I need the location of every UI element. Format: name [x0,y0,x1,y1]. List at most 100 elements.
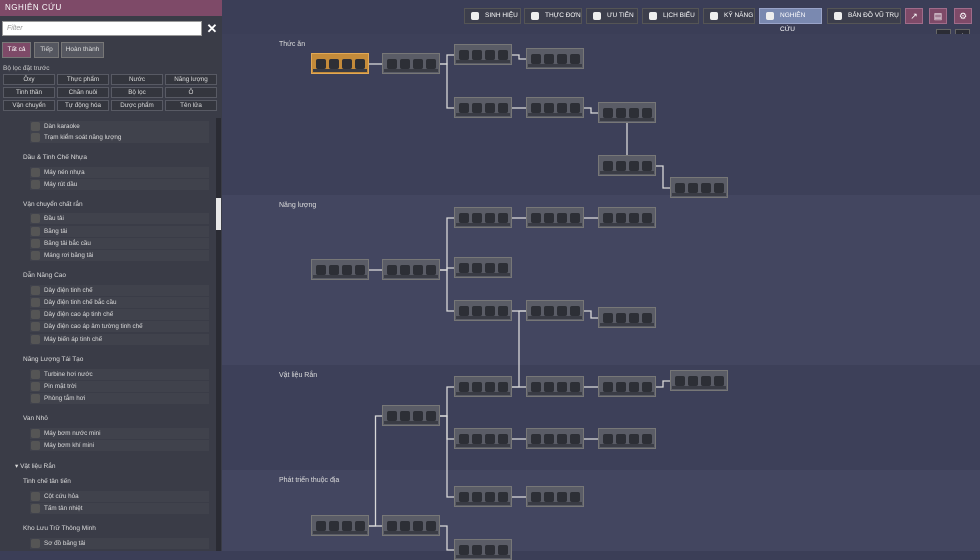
list-item[interactable]: Máy nén nhựa [30,167,209,178]
research-node[interactable] [526,300,584,321]
research-node[interactable] [454,486,512,507]
list-item[interactable]: Dây điện cao áp âm tường tinh chế [30,321,209,332]
toolbar-button[interactable]: ƯU TIÊN [586,8,638,24]
list-item-label: Tấm tản nhiệt [44,505,83,512]
research-node[interactable] [598,102,656,123]
item-icon [387,265,397,275]
book-icon[interactable]: ▤ [929,8,947,24]
research-node[interactable] [382,515,440,536]
filter-button[interactable]: Thực phẩm [57,74,109,85]
list-item[interactable]: Máy bơm nước mini [30,428,209,439]
research-node[interactable] [382,53,440,74]
research-node[interactable] [526,376,584,397]
filter-button[interactable]: Ô [165,87,217,98]
research-node[interactable] [526,428,584,449]
research-node[interactable] [526,48,584,69]
toolbar-button[interactable]: LỊCH BIỂU [642,8,699,24]
list-item[interactable]: Dây điện cao áp tinh chế [30,309,209,320]
list-item[interactable]: Băng tải bắc cầu [30,238,209,249]
toolbar-button[interactable]: NGHIÊN CỨU [759,8,822,33]
list-item[interactable]: Đầu tải [30,213,209,224]
research-node[interactable] [382,405,440,426]
filter-button[interactable]: Tự động hóa [57,100,109,111]
tree-link [440,386,454,417]
list-item[interactable]: Pin mặt trời [30,381,209,392]
item-icon [459,263,469,273]
tab-completed[interactable]: Hoàn thành [61,42,104,58]
tab-all[interactable]: Tất cả [2,42,31,58]
list-item[interactable]: Máng rơi băng tải [30,250,209,261]
research-node[interactable] [454,44,512,65]
scrollbar-thumb[interactable] [216,198,221,230]
research-node[interactable] [454,257,512,278]
list-item[interactable]: Máy rút dầu [30,179,209,190]
progress-bar [528,113,582,116]
toolbar-button[interactable]: SINH HIỆU [464,8,521,24]
filter-button[interactable]: Dược phẩm [111,100,163,111]
research-node[interactable] [382,259,440,280]
list-item-label: Trạm kiểm soát năng lượng [44,134,122,141]
tab-next[interactable]: Tiếp [34,42,59,58]
list-item[interactable]: Sơ đồ băng tải [30,538,209,549]
research-node[interactable] [670,370,728,391]
list-item[interactable]: Cột cứu hỏa [30,491,209,502]
toolbar-button[interactable]: KỸ NĂNG [703,8,755,24]
list-item-label: Turbine hơi nước [44,371,93,378]
item-icon [544,492,554,502]
filter-button[interactable]: Bộ lọc [111,87,163,98]
filter-button[interactable]: Tên lửa [165,100,217,111]
toolbar-button[interactable]: THỰC ĐƠN [524,8,582,24]
research-node[interactable] [598,207,656,228]
list-item[interactable]: Turbine hơi nước [30,369,209,380]
research-node[interactable] [454,300,512,321]
research-node[interactable] [454,428,512,449]
list-item[interactable]: Tấm tản nhiệt [30,503,209,514]
item-icon [459,382,469,392]
research-node[interactable] [311,515,369,536]
research-node[interactable] [598,376,656,397]
research-node[interactable] [670,177,728,198]
research-node[interactable] [526,97,584,118]
research-node[interactable] [598,307,656,328]
research-node[interactable] [598,155,656,176]
toolbar-button[interactable]: BẢN ĐỒ VŨ TRỤ [827,8,901,24]
subcategory-header: Van Nhỏ [23,415,48,422]
list-item[interactable]: Băng tải [30,226,209,237]
subcategory-header: Kho Lưu Trữ Thông Minh [23,525,96,532]
filter-button[interactable]: Chăn nuôi [57,87,109,98]
progress-bar [528,502,582,505]
subcategory-header: Vận chuyển chất rắn [23,201,83,208]
list-item[interactable]: Máy biến áp tinh chế [30,334,209,345]
chart-icon[interactable]: ↗ [905,8,923,24]
list-item[interactable]: Dàn karaoke [30,121,209,132]
filter-button[interactable]: Ôxy [3,74,55,85]
research-node[interactable] [526,486,584,507]
scrollbar[interactable] [216,118,221,551]
research-node[interactable] [526,207,584,228]
list-item[interactable]: Máy bơm khí mini [30,440,209,451]
research-node[interactable] [454,97,512,118]
research-node[interactable] [454,376,512,397]
category-header[interactable]: ▾ Vật liệu Rắn [15,463,56,470]
item-icon [570,434,580,444]
list-item[interactable]: Dây điện tinh chế [30,285,209,296]
filter-button[interactable]: Vận chuyển [3,100,55,111]
list-item[interactable]: Trạm kiểm soát năng lượng [30,132,209,143]
search-input[interactable]: Filter [2,21,202,36]
filter-button[interactable]: Tinh thần [3,87,55,98]
research-node[interactable] [454,539,512,560]
research-node[interactable] [454,207,512,228]
filter-button[interactable]: Nước [111,74,163,85]
research-node[interactable] [311,53,369,74]
filter-button[interactable]: Năng lượng [165,74,217,85]
list-item[interactable]: Dây điện tinh chế bắc cầu [30,297,209,308]
building-icon [31,180,40,189]
research-node[interactable] [311,259,369,280]
gear-icon[interactable]: ⚙ [954,8,972,24]
list-item[interactable]: Phòng tắm hơi [30,393,209,404]
item-icon [472,263,482,273]
close-icon[interactable]: ✕ [206,21,218,36]
item-icon [472,213,482,223]
research-node[interactable] [598,428,656,449]
item-icon [485,382,495,392]
